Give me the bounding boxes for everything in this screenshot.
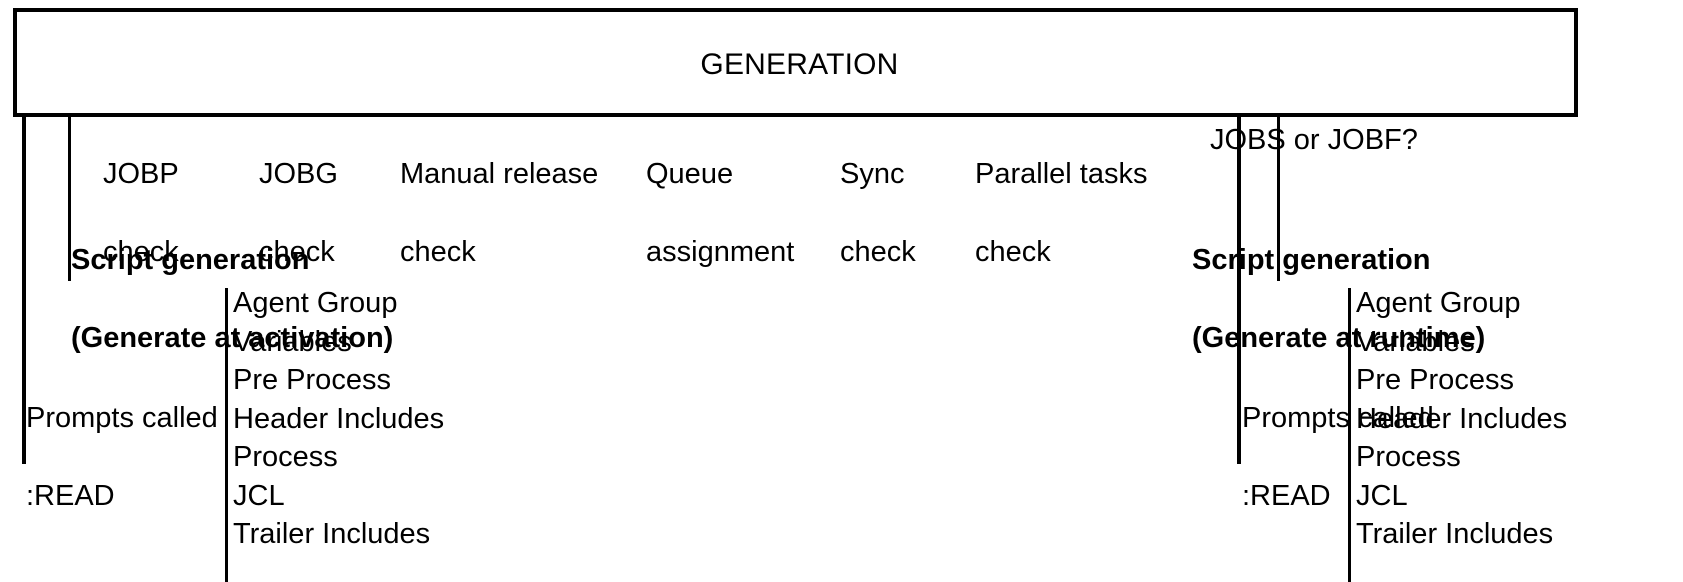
check-label-line1: Queue [646, 158, 734, 190]
check-column-queue-assignment: Queue assignment [646, 116, 906, 272]
list-item: Variables [233, 325, 352, 358]
list-item: Agent Group [1356, 287, 1521, 319]
list-item: Pre Process [233, 364, 391, 396]
right-outer-connector-line [1237, 117, 1241, 464]
check-column-sync: Sync check [840, 116, 1100, 272]
right-list-rule [1348, 288, 1351, 582]
check-label-line1: JOBG [259, 158, 338, 190]
check-label-line2: assignment [646, 236, 795, 268]
check-column-parallel-tasks: Parallel tasks check [975, 116, 1235, 272]
prompts-line1: Prompts called [1242, 402, 1434, 434]
prompts-line2: :READ [26, 480, 115, 512]
activation-generated-objects-list: Agent Group Variables Pre Process Header… [233, 284, 444, 554]
check-label-line2: check [259, 236, 335, 268]
check-label-line2: check [400, 236, 476, 268]
list-item: Trailer Includes [1356, 518, 1554, 550]
generation-title: GENERATION [700, 47, 899, 81]
runtime-generated-objects-list: Agent Group Variables Pre Process Header… [1356, 284, 1567, 554]
check-column-manual-release: Manual release check [400, 116, 660, 272]
check-label-line1: JOBP [103, 158, 179, 190]
jobs-or-jobf-question: JOBS or JOBF? [1210, 124, 1418, 156]
left-inner-connector-line [68, 117, 71, 281]
check-label-line1: Manual release [400, 158, 599, 190]
list-item: Agent Group [233, 287, 398, 319]
list-item: JCL [1356, 479, 1408, 512]
list-item: Header Includes [233, 402, 445, 435]
right-inner-connector-line [1277, 117, 1280, 281]
check-label-line1: Sync [840, 158, 905, 190]
check-label-line1: Parallel tasks [975, 158, 1148, 190]
list-item: Pre Process [1356, 364, 1514, 396]
list-item: Process [233, 441, 338, 473]
list-item: Variables [1356, 325, 1475, 358]
list-item: Process [1356, 441, 1461, 473]
heading-line1: Script generation [71, 244, 310, 276]
check-column-jobg: JOBG check [259, 116, 519, 272]
check-label-line2: check [103, 236, 179, 268]
list-item: Header Includes [1356, 402, 1568, 435]
check-column-jobp: JOBP check [103, 116, 363, 272]
check-label-line2: check [840, 236, 916, 268]
prompts-called-activation: Prompts called :READ [26, 360, 218, 516]
prompts-line2: :READ [1242, 480, 1331, 512]
left-outer-connector-line [22, 117, 26, 464]
generation-box: GENERATION [13, 8, 1578, 117]
heading-line1: Script generation [1192, 244, 1431, 276]
left-list-rule [225, 288, 228, 582]
check-label-line2: check [975, 236, 1051, 268]
prompts-called-runtime: Prompts called :READ [1242, 360, 1434, 516]
prompts-line1: Prompts called [26, 402, 218, 434]
list-item: JCL [233, 479, 285, 512]
list-item: Trailer Includes [233, 518, 431, 550]
